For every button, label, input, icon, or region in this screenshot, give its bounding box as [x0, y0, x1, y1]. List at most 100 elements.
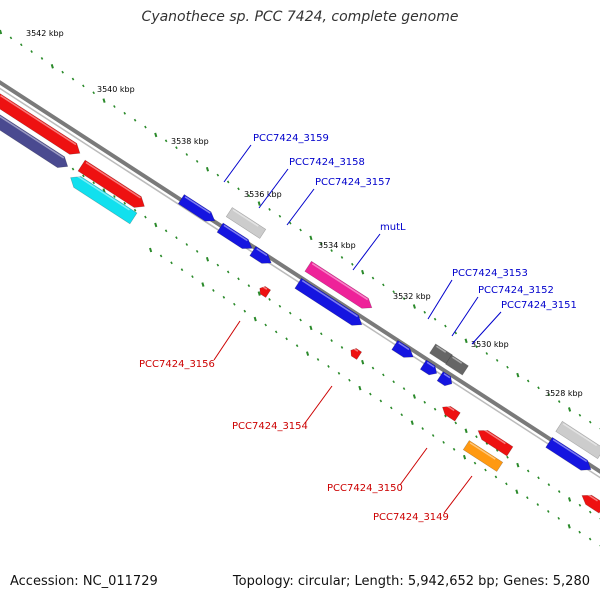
gene-label: mutL — [380, 222, 406, 233]
tick-mark-outer — [506, 365, 509, 369]
tick-mark-outer — [402, 297, 406, 301]
tick-mark-inner — [195, 249, 199, 253]
tick-mark-lower — [264, 323, 268, 327]
tick-mark-outer — [475, 345, 478, 349]
cds-feature — [77, 159, 145, 208]
tick-mark-lower — [306, 351, 310, 356]
cds-feature — [442, 404, 461, 422]
tick-mark-inner — [526, 469, 530, 473]
gene-label-leader — [451, 296, 479, 337]
tick-label: 3530 kbp — [471, 340, 509, 349]
tick-mark-outer — [278, 214, 282, 218]
tick-mark-lower — [462, 454, 467, 460]
tick-mark-inner — [237, 277, 240, 281]
tick-mark-outer — [50, 64, 54, 69]
tick-mark-lower — [358, 385, 362, 391]
tick-mark-outer — [9, 36, 13, 40]
gene-label-leader — [352, 233, 381, 271]
tick-mark-inner — [506, 455, 509, 459]
tick-mark-lower — [588, 537, 592, 541]
tick-label: 3538 kbp — [171, 137, 209, 146]
tick-mark-outer — [144, 125, 147, 129]
tick-mark-outer — [113, 105, 116, 108]
tick-mark-lower — [170, 261, 173, 265]
tick-mark-lower — [191, 275, 194, 279]
tick-mark-outer — [320, 242, 323, 246]
tick-mark-outer — [61, 70, 64, 74]
tick-mark-outer — [247, 194, 251, 198]
tick-mark-inner — [588, 510, 592, 514]
tick-mark-inner — [475, 435, 478, 439]
tick-mark-outer — [257, 201, 261, 206]
tick-mark-outer — [537, 386, 540, 390]
tick-mark-inner — [361, 359, 365, 365]
genome-summary-text: Topology: circular; Length: 5,942,652 bp… — [232, 574, 590, 589]
tick-mark-lower — [536, 503, 540, 506]
tick-mark-inner — [82, 174, 85, 178]
tick-mark-inner — [516, 462, 520, 468]
tick-mark-inner — [92, 181, 95, 185]
tick-mark-lower — [316, 358, 320, 361]
tick-mark-inner — [557, 490, 561, 493]
tick-mark-outer — [71, 77, 75, 81]
tick-mark-outer — [371, 276, 375, 280]
tick-mark-outer — [423, 310, 427, 314]
tick-mark-inner — [71, 167, 75, 171]
tick-label: 3532 kbp — [393, 292, 431, 301]
tick-mark-lower — [337, 371, 341, 375]
gene-label: PCC7424_3154 — [232, 421, 308, 432]
tick-mark-lower — [557, 516, 561, 520]
cds-feature — [581, 492, 600, 514]
tick-mark-outer — [495, 358, 499, 362]
cds-feature — [216, 222, 253, 249]
cds-feature — [70, 173, 138, 225]
gene-label-leader — [399, 447, 428, 486]
gene-label-leader — [427, 279, 453, 320]
cds-feature — [445, 354, 469, 376]
tick-mark-lower — [431, 434, 435, 437]
tick-mark-lower — [327, 365, 330, 368]
tick-mark-inner — [154, 222, 158, 228]
cds-feature — [436, 371, 453, 387]
cds-feature — [545, 436, 592, 471]
tick-mark-lower — [348, 378, 351, 382]
tick-mark-lower — [452, 447, 456, 451]
tick-mark-inner — [340, 346, 344, 349]
tick-mark-outer — [433, 317, 437, 321]
tick-mark-inner — [320, 332, 323, 336]
tick-mark-outer — [92, 91, 95, 95]
tick-mark-outer — [185, 153, 189, 156]
tick-mark-inner — [547, 483, 551, 487]
gene-label: PCC7424_3152 — [478, 285, 554, 296]
cds-feature — [391, 339, 414, 358]
cds-feature — [0, 111, 69, 168]
tick-mark-inner — [113, 195, 116, 198]
tick-mark-inner — [578, 503, 582, 507]
tick-mark-outer — [226, 180, 230, 184]
cds-feature — [259, 286, 272, 298]
tick-mark-lower — [285, 337, 288, 341]
tick-mark-inner — [412, 394, 416, 399]
tick-mark-outer — [485, 352, 489, 355]
tick-mark-lower — [505, 482, 508, 486]
tick-mark-outer — [133, 118, 137, 122]
tick-mark-outer — [123, 111, 127, 115]
tick-mark-outer — [557, 400, 561, 403]
tick-mark-inner — [495, 448, 499, 452]
tick-mark-inner — [454, 421, 458, 425]
tick-mark-inner — [268, 298, 271, 301]
tick-mark-outer — [464, 338, 468, 344]
tick-mark-lower — [421, 427, 424, 430]
tick-mark-outer — [351, 262, 354, 266]
tick-mark-lower — [526, 496, 529, 500]
gene-label: PCC7424_3150 — [327, 483, 403, 494]
tick-mark-outer — [299, 228, 302, 232]
tick-mark-inner — [226, 270, 230, 274]
tick-mark-inner — [537, 476, 540, 480]
tick-mark-inner — [444, 414, 447, 418]
tick-mark-lower — [484, 468, 487, 472]
tick-mark-lower — [546, 510, 550, 513]
tick-mark-inner — [257, 291, 261, 296]
tick-mark-inner — [299, 318, 302, 322]
